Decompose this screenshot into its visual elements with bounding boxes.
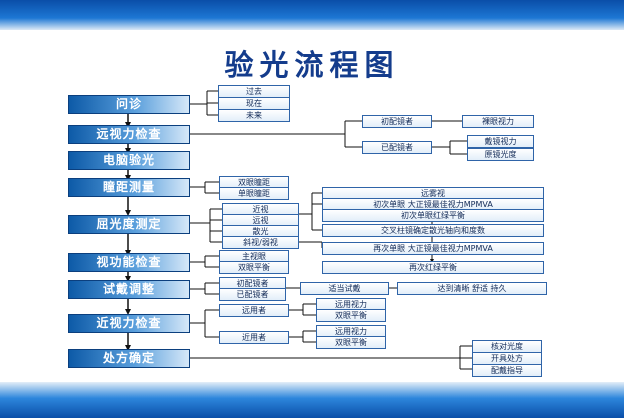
step-pd-measure: 瞳距测量 — [68, 178, 190, 197]
step-distance-vision: 远视力检查 — [68, 125, 190, 144]
corrected-vision-box: 戴镜视力 — [467, 135, 534, 148]
step-trial: 试戴调整 — [68, 280, 190, 299]
first-fitting-box: 初配镜者 — [362, 115, 432, 128]
step-auto-refraction: 电脑验光 — [68, 151, 190, 170]
step-function-check: 视功能检查 — [68, 253, 190, 272]
refraction-step-duochrome-1: 初次单眼红绿平衡 — [322, 209, 544, 222]
trial-result: 达到清晰 舒适 持久 — [397, 282, 547, 295]
refraction-step-mpmva-2: 再次单眼 大正镜最佳视力MPMVA — [322, 242, 544, 255]
top-banner — [0, 0, 624, 30]
inquiry-future: 未来 — [218, 109, 290, 122]
naked-vision-box: 裸眼视力 — [462, 115, 534, 128]
type-strabismus: 斜视/弱视 — [222, 236, 299, 249]
refraction-step-duochrome-2: 再次红绿平衡 — [322, 261, 544, 274]
rx-guidance: 配戴指导 — [472, 364, 542, 377]
step-refraction: 屈光度测定 — [68, 215, 190, 234]
type-myopia: 近视 — [222, 203, 299, 216]
bottom-banner — [0, 382, 624, 418]
near-near-user: 近用者 — [219, 331, 289, 344]
step-near-vision: 近视力检查 — [68, 314, 190, 333]
step-inquiry: 问诊 — [68, 95, 190, 114]
refraction-step-jcc: 交叉柱镜确定散光轴向和度数 — [322, 224, 544, 237]
binocular-balance: 双眼平衡 — [219, 261, 289, 274]
step-prescription: 处方确定 — [68, 349, 190, 368]
page-title: 验光流程图 — [224, 48, 400, 82]
near-far-user: 远用者 — [219, 304, 289, 317]
trial-existing-wearer: 已配镜者 — [219, 288, 286, 301]
trial-appropriate: 适当试戴 — [300, 282, 389, 295]
near-far-option-balance: 双眼平衡 — [316, 309, 386, 322]
original-lens-box: 原镜光度 — [467, 148, 534, 161]
pd-monocular: 单眼瞳距 — [219, 187, 289, 200]
existing-wearer-box: 已配镜者 — [362, 141, 432, 154]
near-near-option-balance: 双眼平衡 — [316, 336, 386, 349]
